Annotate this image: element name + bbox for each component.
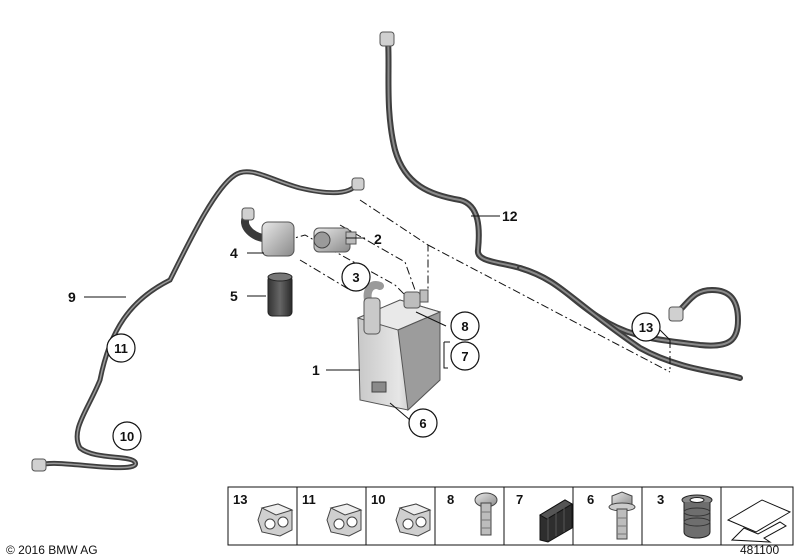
svg-text:3: 3 xyxy=(352,270,359,285)
orientation-arrow-icon xyxy=(726,499,792,543)
svg-text:6: 6 xyxy=(587,492,594,507)
svg-text:13: 13 xyxy=(639,320,653,335)
legend-item-3: 3 xyxy=(657,492,713,539)
callout-5: 5 xyxy=(230,288,238,304)
diagram-number: 481100 xyxy=(740,543,779,557)
callout-7: 7 xyxy=(450,341,480,371)
svg-text:10: 10 xyxy=(120,429,134,444)
bolt-round-head-icon xyxy=(474,492,498,536)
hose-9 xyxy=(31,169,365,472)
part-5-filter xyxy=(267,272,293,317)
part-4-valve-hose xyxy=(241,207,295,257)
svg-text:6: 6 xyxy=(419,416,426,431)
svg-text:481100: 481100 xyxy=(740,543,779,557)
callout-3: 3 xyxy=(341,262,371,292)
svg-text:1: 1 xyxy=(312,362,320,378)
svg-text:7: 7 xyxy=(516,492,523,507)
callout-6: 6 xyxy=(408,408,438,438)
svg-text:11: 11 xyxy=(114,341,128,356)
legend-item-8: 8 xyxy=(447,492,498,536)
svg-text:5: 5 xyxy=(230,288,238,304)
bolt-hex-flange-icon xyxy=(608,491,636,540)
svg-text:8: 8 xyxy=(447,492,454,507)
legend-item-11: 11 xyxy=(302,492,363,537)
svg-text:2: 2 xyxy=(374,231,382,247)
svg-text:4: 4 xyxy=(230,245,238,261)
callout-13: 13 xyxy=(631,312,661,342)
hose-12 xyxy=(379,31,743,381)
callout-4: 4 xyxy=(230,245,238,261)
svg-text:12: 12 xyxy=(502,208,518,224)
legend-strip: 13 11 10 xyxy=(227,486,794,546)
rubber-grommet-icon xyxy=(681,494,713,539)
svg-text:7: 7 xyxy=(461,349,468,364)
svg-text:3: 3 xyxy=(657,492,664,507)
clip-double-icon xyxy=(257,503,294,537)
callout-2: 2 xyxy=(374,231,382,247)
svg-text:13: 13 xyxy=(233,492,247,507)
part-1-canister xyxy=(356,281,442,412)
callout-10: 10 xyxy=(112,421,142,451)
callout-1: 1 xyxy=(312,362,320,378)
clip-double-icon xyxy=(395,503,432,537)
leader-lines xyxy=(84,215,671,421)
legend-item-13: 13 xyxy=(233,492,294,537)
legend-item-10: 10 xyxy=(371,492,432,537)
rubber-pad-icon xyxy=(539,499,573,543)
svg-text:© 2016 BMW AG: © 2016 BMW AG xyxy=(6,543,98,557)
callout-12: 12 xyxy=(502,208,518,224)
callout-8: 8 xyxy=(450,311,480,341)
copyright-text: © 2016 BMW AG xyxy=(6,543,98,557)
svg-text:9: 9 xyxy=(68,289,76,305)
legend-item-7: 7 xyxy=(516,492,573,543)
callout-11: 11 xyxy=(106,333,136,363)
part-2-valve xyxy=(313,227,357,253)
svg-text:11: 11 xyxy=(302,492,316,507)
legend-item-6: 6 xyxy=(587,491,636,540)
callout-9: 9 xyxy=(68,289,76,305)
svg-text:10: 10 xyxy=(371,492,385,507)
svg-text:8: 8 xyxy=(461,319,468,334)
clip-double-icon xyxy=(326,503,363,537)
